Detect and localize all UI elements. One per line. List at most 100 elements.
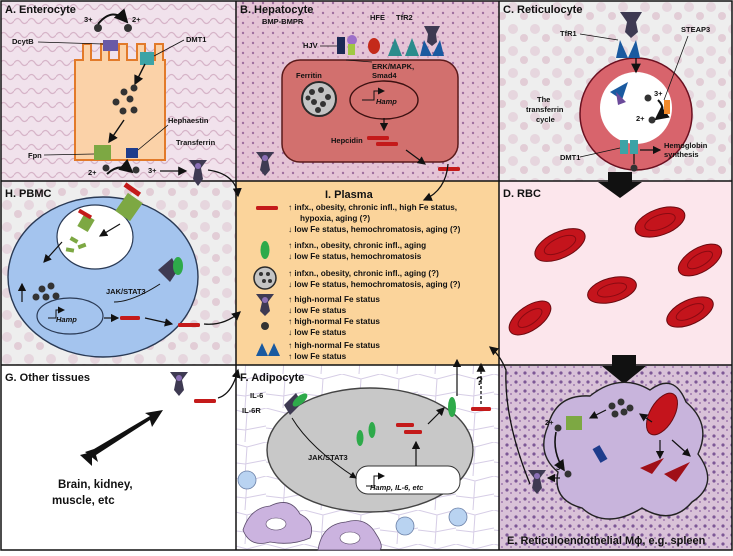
dmt1-protein [140,52,154,65]
c-fe2-label: 2+ [636,114,645,123]
pbmc-nucleus [36,297,104,335]
transferrin-icon-g [170,372,188,396]
tfr2-protein [388,38,402,56]
panel-a-title: A. Enterocyte [5,4,76,16]
erk-label-2: Smad4 [372,71,397,80]
cycle-label-1: The [537,95,550,104]
transferrin-icon-b [256,152,274,176]
hfe-label: HFE [370,13,385,22]
fe2b-label: 2+ [88,168,97,177]
d-to-e-arrow [602,355,646,384]
question-mark: ? [476,376,483,388]
il6-key [260,241,270,259]
tissues-line-1: Brain, kidney, [58,479,133,491]
bmpr-protein [337,37,345,54]
ceruloplasmin [592,445,608,463]
transferrin-label: Transferrin [176,138,216,147]
panel-i-bg [236,181,499,365]
dmt1-label: DMT1 [186,35,206,44]
dcytb-protein [103,40,118,51]
dmt1-label-c: DMT1 [560,153,580,162]
double-arrow [85,410,163,462]
panel-c-title: C. Reticulocyte [503,4,582,16]
hamp-label: Hamp [376,97,397,106]
hfe-protein [368,38,380,54]
hjv-protein [348,44,355,55]
panel-i-title: I. Plasma [325,189,374,201]
tfr1-protein [616,12,642,58]
e-fe2-label: 2+ [545,418,554,427]
c-to-d-arrow [598,172,642,198]
plasma-line-5: ↑ infxn., obesity, chronic infl., aging … [288,269,439,278]
plasma-line-10: ↓ low Fe status [288,328,347,337]
transferrin-key [256,294,274,316]
tfr2-label: TfR2 [396,13,413,22]
hepcidin-label: Hepcidin [331,136,363,145]
transferrin-icon-a [189,160,207,186]
plasma-line-4: ↓ low Fe status, hemochromatosis [288,252,422,261]
panel-i: I. Plasma ↑ infx., obesity, chronic infl… [253,189,461,361]
dcytb-label: DcytB [12,37,34,46]
panel-b-title: B. Hepatocyte [240,4,313,16]
panel-a: A. Enterocyte DcytB DMT1 3+ 2+ Hephaesti… [5,4,242,198]
plasma-line-12: ↑ low Fe status [288,352,347,361]
steap3-label: STEAP3 [681,25,710,34]
panel-d: D. RBC [503,188,723,384]
il6-label: IL-6 [250,391,263,400]
fe2-label: 2+ [132,15,141,24]
endosome [600,72,672,144]
phagocytosed-rbc [646,392,678,436]
erk-label-1: ERK/MAPK, [372,62,414,71]
plasma-line-7: ↑ high-normal Fe status [288,295,380,304]
bmp-label: BMP-BMPR [262,17,304,26]
fpn-label: Fpn [28,151,42,160]
plasma-line-8: ↓ low Fe status [288,306,347,315]
jak-label-h: JAK/STAT3 [106,287,146,296]
iron-key [261,322,269,330]
fpn-protein [94,145,111,160]
il6r-label: IL-6R [242,406,261,415]
panel-h-title: H. PBMC [5,188,52,200]
plasma-line-1: hypoxia, aging (?) [300,214,370,223]
fe2-dot [124,24,132,32]
panel-d-title: D. RBC [503,188,541,200]
tfr1-label: TfR1 [560,29,577,38]
ferritin-label: Ferritin [296,71,322,80]
plasma-line-6: ↓ low Fe status, hemochromatosis, aging … [288,280,461,289]
panel-b: B. Hepatocyte BMP-BMPR HFE TfR2 HJV ERK/… [240,4,460,201]
panel-c: C. Reticulocyte TfR1 STEAP3 3+ 2+ The tr… [503,4,710,198]
panel-h: H. PBMC JAK/STAT3 Hamp [5,182,241,358]
ferritin-key [253,266,277,290]
hepcidin-out [438,167,460,171]
fe3b-label: 3+ [148,166,157,175]
panel-f: F. Adipocyte Hamp, IL-6, etc ? IL-6 IL-6… [237,358,491,551]
fe3-label: 3+ [84,15,93,24]
plasma-line-2: ↓ low Fe status, hemochromatosis, aging … [288,225,461,234]
panel-e-title: E. Reticuloendothelial Mϕ, e.g. spleen [507,535,706,547]
c-fe3-label: 3+ [654,89,663,98]
hephaestin-protein [126,148,138,158]
fpn-protein-e [566,416,582,430]
hb-label-1: Hemoglobin [664,141,708,150]
plasma-line-9: ↑ high-normal Fe status [288,317,380,326]
transferrin-icon-e [528,470,546,494]
hamp-il6-label: Hamp, IL-6, etc [370,483,424,492]
tissues-line-2: muscle, etc [52,495,115,507]
fe3-dot [94,24,102,32]
panel-e: 2+ 3+ E. Reticuloendothelial Mϕ, e.g. sp… [488,346,709,547]
pbmc-endosome [56,204,134,270]
hb-label-2: synthesis [664,150,699,159]
hepcidin-key [256,206,278,210]
plasma-line-0: ↑ infx., obesity, chronic infl., high Fe… [288,203,457,212]
panel-g-title: G. Other tissues [5,372,90,384]
plasma-line-3: ↑ infxn., obesity, chronic infl., aging [288,241,426,250]
plasma-line-11: ↑ high-normal Fe status [288,341,380,350]
hamp-label-h: Hamp [56,315,77,324]
fpn-protein-h [115,192,143,222]
panel-g: G. Other tissues Brain, kidney, muscle, … [5,368,241,507]
bmp-ligand [347,35,357,45]
panel-g-bg [1,365,236,550]
hjv-label: HJV [303,41,318,50]
panel-f-title: F. Adipocyte [240,372,304,384]
